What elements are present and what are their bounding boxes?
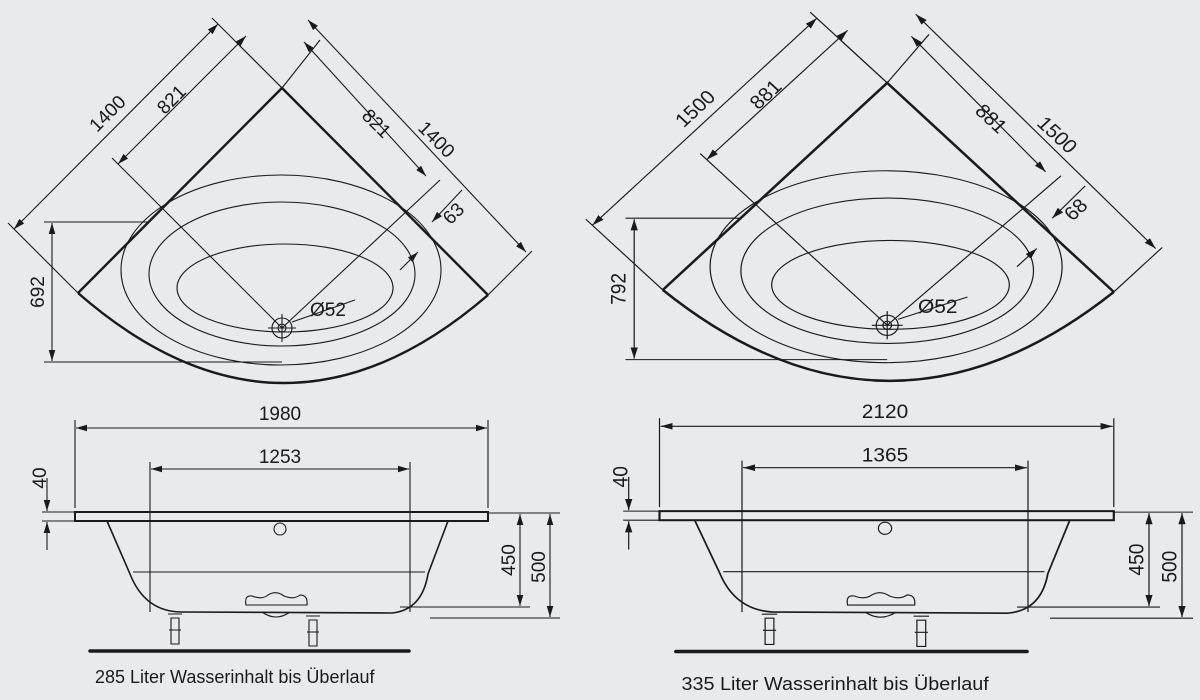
dim-line-side-total-right [307,19,527,253]
basin-floor-outline [771,239,1010,330]
dim-side-to-drain-right-label: 881 [970,100,1011,138]
plan-view: 1500 881 881 1500 68 Ø52 792 [585,11,1163,382]
bathtub-drawing-small: 1400 821 821 1400 63 Ø52 692 1980 1253 [7,17,560,687]
dim-ext-length [658,418,1115,508]
dim-side-to-drain-label: 881 [746,76,787,114]
plan-front-arc [661,289,1115,382]
plan-view: 1400 821 821 1400 63 Ø52 692 [7,17,533,385]
dim-ext-lines-right [886,34,1163,326]
dim-ext-length [74,420,489,508]
dim-line-side-total [591,17,818,226]
dim-ext-depth [44,221,282,363]
dim-line-offset-2 [399,251,419,271]
side-view: 2120 1365 450 500 40 335 Liter Wasserinh [610,402,1194,695]
basin-outer-outline [709,170,1063,364]
tub-feet [168,613,320,647]
dim-ext-heights [400,512,560,619]
dim-line-offset-2 [1016,248,1038,268]
dim-ext-heights [1017,511,1194,619]
overflow-icon [273,522,287,536]
dim-height-total-label: 500 [1159,551,1182,583]
basin-middle-outline [148,201,416,347]
dim-length-total-label: 1980 [259,404,301,425]
dim-ext-depth [625,217,888,361]
dim-side-to-drain-right-label: 821 [357,105,394,142]
basin-outer-outline [120,174,442,366]
tub-body [106,520,449,614]
drain-diameter-label: Ø52 [310,300,346,321]
dim-length-inner-label: 1253 [259,447,301,468]
waste-fitting-icon [846,592,916,618]
dim-ext-rim [42,511,75,522]
tub-body [693,519,1071,614]
dim-line-side-total [13,23,219,230]
dim-ext-rim [623,510,660,521]
dim-line-side-to-drain-right [303,41,427,177]
dim-ext-inner [149,462,411,612]
dim-side-to-drain-label: 821 [153,81,190,118]
dim-line-side-to-drain [117,35,247,165]
dim-line-offset [1051,185,1086,219]
dim-rim-height-label: 40 [30,467,51,488]
dim-length-total-label: 2120 [862,402,908,423]
drain-leader-line [291,299,356,323]
tub-rim [658,510,1115,522]
dim-ext-lines-right [281,39,533,329]
dim-depth-label: 692 [28,276,49,308]
dim-rim-height-label: 40 [610,466,633,487]
overflow-icon [877,521,893,535]
dim-ext-lines [7,17,283,294]
waste-fitting-icon [245,592,308,618]
volume-caption: 285 Liter Wasserinhalt bis Überlauf [95,667,375,687]
dim-side-total-label: 1400 [86,92,131,137]
dim-line-side-to-drain-right [910,36,1047,173]
drain-leader-line [898,296,968,320]
volume-caption: 335 Liter Wasserinhalt bis Überlauf [682,675,990,695]
tub-feet [761,613,930,648]
dim-ext-inner [741,460,1029,613]
dim-length-inner-label: 1365 [862,445,908,466]
drain-diameter-label: Ø52 [918,297,957,318]
side-view: 1980 1253 450 500 40 285 Liter Wasserinh [30,404,560,687]
tub-rim [74,511,489,522]
dim-line-side-total-right [915,13,1157,249]
dim-ext-lines-drain [699,40,888,326]
dim-offset-label: 68 [1060,195,1093,225]
plan-front-arc [77,292,489,385]
basin-middle-outline [740,197,1035,345]
dim-height-inner-label: 450 [499,544,520,576]
dim-ext-lines [585,11,888,291]
basin-floor-outline [176,243,394,333]
dim-height-inner-label: 450 [1126,544,1149,576]
dim-offset-label: 63 [439,199,469,229]
dim-ext-lines-drain [111,45,283,329]
dim-line-side-to-drain [706,29,849,161]
dim-side-total-label: 1500 [671,87,720,132]
dim-line-offset [431,189,463,223]
dim-depth-label: 792 [608,273,631,305]
dim-height-total-label: 500 [529,551,550,583]
bathtub-drawing-large: 1500 881 881 1500 68 Ø52 792 2120 1365 [585,11,1194,695]
